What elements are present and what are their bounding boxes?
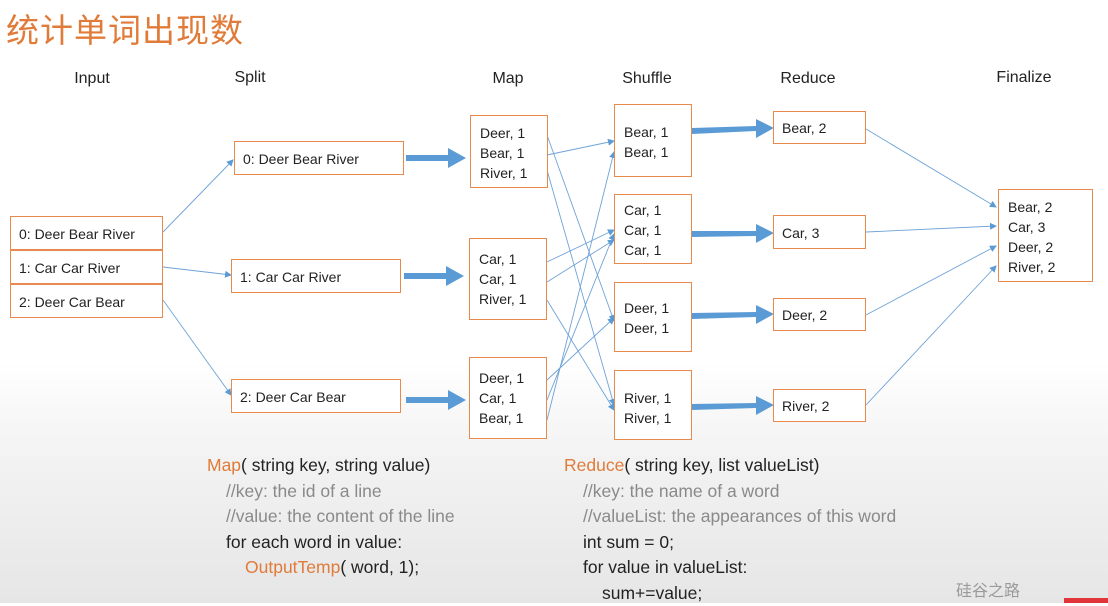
input-line-2: 2: Deer Car Bear — [10, 284, 163, 318]
edge-input-split-0 — [163, 160, 233, 232]
shuffle-pair: Deer, 1 — [624, 318, 691, 338]
shuffle-box-bear: Bear, 1 Bear, 1 — [614, 104, 692, 177]
map-pair: Bear, 1 — [479, 408, 546, 428]
map-box-2: Deer, 1 Car, 1 Bear, 1 — [469, 357, 547, 439]
reduce-sum-init: int sum = 0; — [564, 530, 896, 556]
shuffle-pair: Bear, 1 — [624, 142, 691, 162]
reduce-box-river: River, 2 — [773, 389, 866, 422]
edge-reduce-deer — [866, 246, 996, 315]
reduce-box-bear: Bear, 2 — [773, 111, 866, 144]
final-count: Bear, 2 — [1008, 197, 1092, 217]
edge-reduce-bear — [866, 129, 996, 207]
input-line-0: 0: Deer Bear River — [10, 216, 163, 250]
reduce-sum-add: sum+=value; — [564, 581, 896, 606]
watermark: 硅谷之路 — [956, 577, 1020, 601]
shuffle-box-car: Car, 1 Car, 1 Car, 1 — [614, 194, 692, 264]
header-map: Map — [492, 70, 523, 88]
header-shuffle: Shuffle — [622, 70, 672, 88]
arrow-split-map-2 — [406, 390, 466, 410]
map-pair: River, 1 — [480, 163, 547, 183]
map-output-args: ( word, 1); — [340, 557, 419, 577]
edge-input-split-2 — [163, 300, 231, 395]
arrow-shuffle-reduce-bear — [692, 119, 774, 138]
shuffle-pair: River, 1 — [624, 408, 691, 428]
edge-map2-bear — [547, 152, 614, 420]
shuffle-box-deer: Deer, 1 Deer, 1 — [614, 282, 692, 352]
map-output-fn: OutputTemp — [245, 557, 340, 577]
map-pair: Car, 1 — [479, 388, 546, 408]
thick-arrows — [404, 119, 774, 415]
split-box-0: 0: Deer Bear River — [234, 141, 404, 175]
page-title: 统计单词出现数 — [6, 4, 244, 52]
final-count: Car, 3 — [1008, 217, 1092, 237]
reduce-pseudocode: Reduce( string key, list valueList) //ke… — [564, 453, 896, 606]
shuffle-pair: Bear, 1 — [624, 122, 691, 142]
edge-map1-car — [547, 230, 614, 262]
edge-map2-deer — [547, 318, 614, 380]
map-pair: Bear, 1 — [480, 143, 547, 163]
arrow-shuffle-reduce-car — [692, 224, 774, 243]
final-count: River, 2 — [1008, 257, 1092, 277]
shuffle-pair: River, 1 — [624, 388, 691, 408]
finalize-box: Bear, 2 Car, 3 Deer, 2 River, 2 — [998, 189, 1093, 282]
header-input: Input — [74, 70, 110, 88]
map-pair: Car, 1 — [479, 249, 546, 269]
map-pair: Deer, 1 — [480, 123, 547, 143]
split-box-1: 1: Car Car River — [231, 259, 401, 293]
map-box-1: Car, 1 Car, 1 River, 1 — [469, 238, 547, 320]
corner-badge — [1064, 598, 1108, 603]
edge-map1-river — [547, 300, 614, 410]
reduce-loop: for value in valueList: — [564, 555, 896, 581]
reduce-fn-signature: ( string key, list valueList) — [624, 455, 819, 475]
map-pair: Deer, 1 — [479, 368, 546, 388]
shuffle-box-river: River, 1 River, 1 — [614, 370, 692, 440]
header-split: Split — [234, 69, 265, 87]
map-comment-key: //key: the id of a line — [207, 479, 455, 505]
reduce-comment-key: //key: the name of a word — [564, 479, 896, 505]
edge-reduce-river — [866, 266, 996, 405]
map-pair: Car, 1 — [479, 269, 546, 289]
edge-map1-car-2 — [547, 240, 614, 282]
map-comment-value: //value: the content of the line — [207, 504, 455, 530]
reduce-comment-valuelist: //valueList: the appearances of this wor… — [564, 504, 896, 530]
reduce-box-car: Car, 3 — [773, 215, 866, 249]
map-pseudocode: Map( string key, string value) //key: th… — [207, 453, 455, 581]
reduce-box-deer: Deer, 2 — [773, 298, 866, 331]
map-box-0: Deer, 1 Bear, 1 River, 1 — [470, 115, 548, 188]
header-finalize: Finalize — [996, 69, 1051, 87]
map-fn-name: Map — [207, 455, 241, 475]
input-line-1: 1: Car Car River — [10, 250, 163, 284]
final-count: Deer, 2 — [1008, 237, 1092, 257]
shuffle-pair: Car, 1 — [624, 220, 691, 240]
shuffle-pair: Car, 1 — [624, 200, 691, 220]
header-reduce: Reduce — [780, 70, 835, 88]
map-pair: River, 1 — [479, 289, 546, 309]
edge-map0-deer — [547, 135, 614, 321]
map-fn-signature: ( string key, string value) — [241, 455, 430, 475]
arrow-shuffle-reduce-river — [692, 396, 774, 415]
edge-input-split-1 — [163, 267, 231, 275]
reduce-fn-name: Reduce — [564, 455, 624, 475]
edge-map0-bear — [547, 141, 614, 155]
map-loop: for each word in value: — [207, 530, 455, 556]
arrow-shuffle-reduce-deer — [692, 305, 774, 324]
shuffle-pair: Car, 1 — [624, 240, 691, 260]
shuffle-pair: Deer, 1 — [624, 298, 691, 318]
edge-map0-river — [547, 170, 614, 405]
edge-reduce-car — [866, 226, 996, 232]
split-box-2: 2: Deer Car Bear — [231, 379, 401, 413]
arrow-split-map-1 — [404, 266, 464, 286]
edge-map2-car — [547, 234, 614, 400]
arrow-split-map-0 — [406, 148, 466, 168]
